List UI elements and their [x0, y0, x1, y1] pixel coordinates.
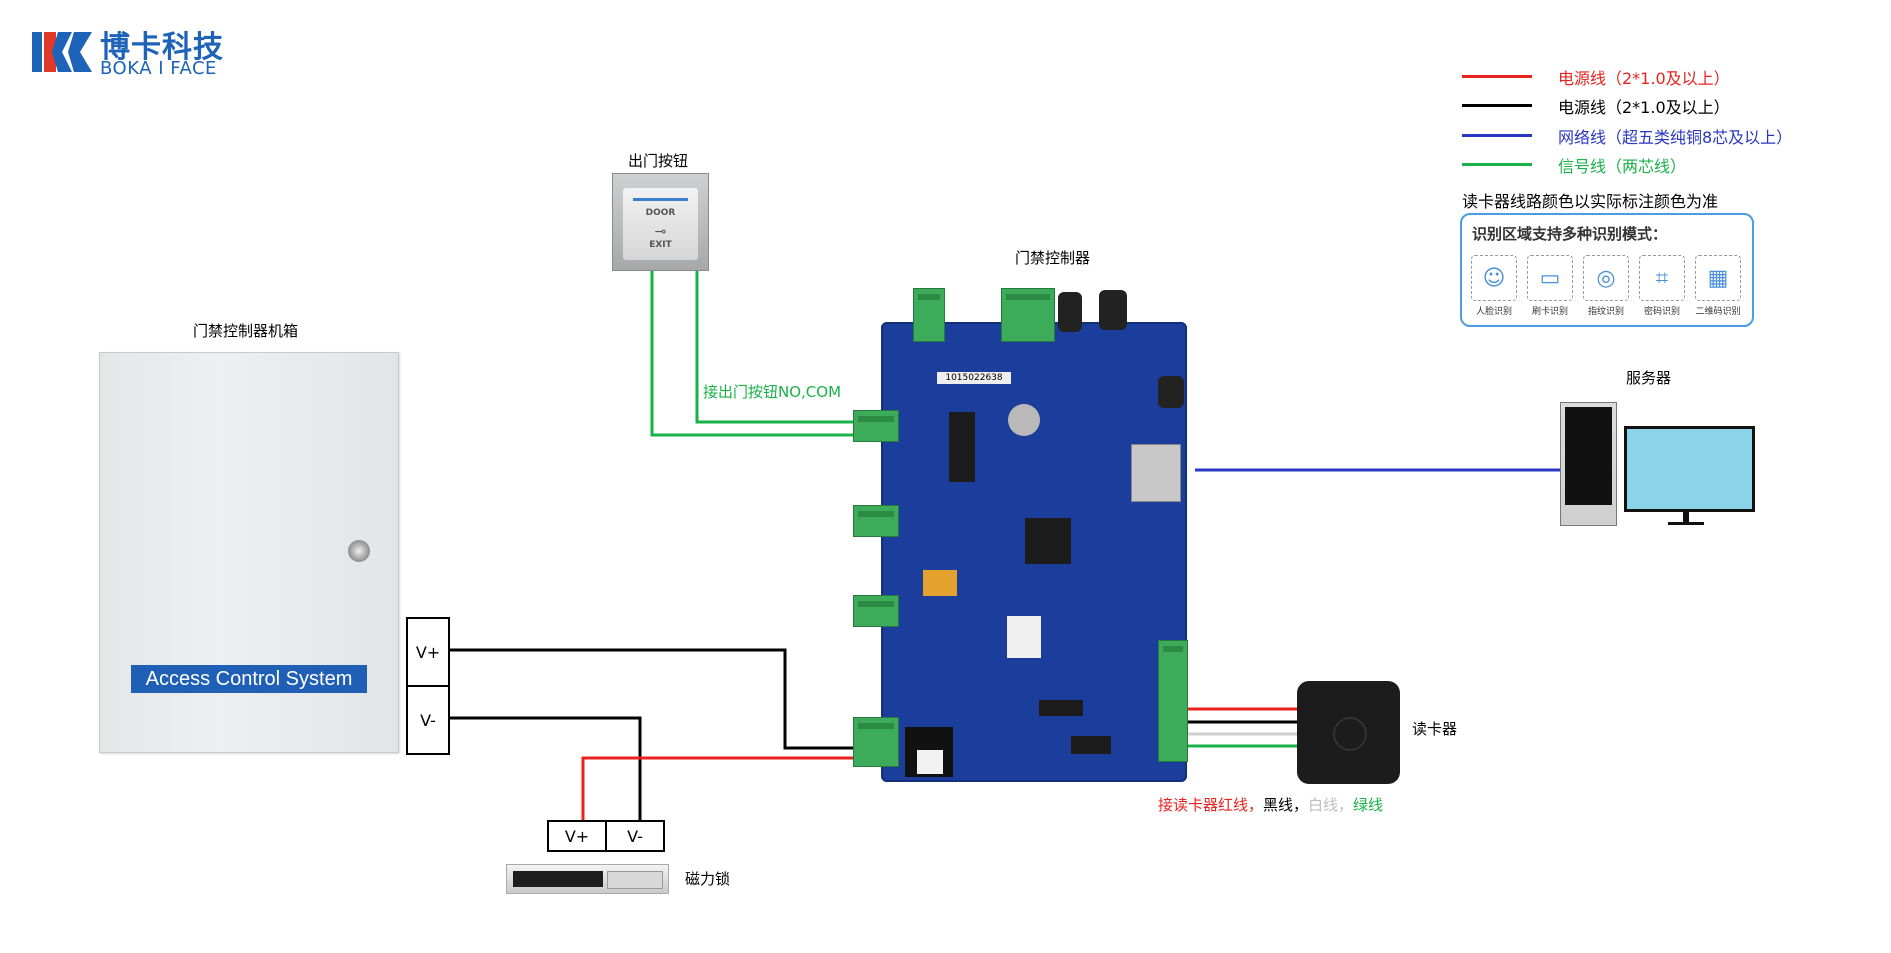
terminal-exit-button — [853, 410, 899, 442]
cabinet-terminal-vplus: V+ — [406, 617, 450, 687]
power-wire-vminus — [450, 716, 642, 822]
legend-label-green: 信号线（两芯线） — [1558, 157, 1687, 176]
mode-qrcode: ▦ 二维码识别 — [1694, 255, 1742, 317]
exit-button-door-text: DOOR — [645, 208, 676, 218]
mode-face-label: 人脸识别 — [1475, 307, 1512, 317]
buzzer-sticker — [917, 750, 943, 774]
cabinet-lock-icon — [348, 540, 370, 562]
boka-logo: 博卡科技 BOKA I FACE — [32, 22, 232, 82]
terminal-left-3 — [853, 595, 899, 627]
mode-keypad: ⌗ 密码识别 — [1638, 255, 1686, 317]
lock-terminal-vminus: V- — [605, 820, 665, 852]
exit-button-label: 出门按钮 — [628, 152, 689, 170]
serial-sticker: 1015022638 — [937, 372, 1011, 384]
mode-card: ▭ 刷卡识别 — [1526, 255, 1574, 317]
relay-chip-1 — [949, 412, 975, 482]
modes-title: 识别区域支持多种识别模式： — [1472, 225, 1668, 243]
battery — [1008, 404, 1040, 436]
keypad-icon: ⌗ — [1639, 255, 1685, 301]
card-reader-device — [1297, 681, 1400, 784]
power-wire-vplus — [450, 648, 853, 750]
legend-line-black — [1462, 104, 1532, 107]
terminal-power-lock — [853, 717, 899, 767]
qrcode-icon: ▦ — [1695, 255, 1741, 301]
reader-note-green: 绿线 — [1353, 796, 1384, 814]
controller-label: 门禁控制器 — [1015, 249, 1091, 267]
terminal-top-left — [913, 288, 945, 342]
lock-terminal-vplus: V+ — [547, 820, 607, 852]
fingerprint-icon: ◎ — [1583, 255, 1629, 301]
key-icon: ⊸ — [654, 224, 667, 240]
magnetic-lock-device — [506, 864, 669, 894]
ic-chip-2 — [1039, 700, 1083, 716]
capacitor-2 — [1099, 290, 1127, 330]
mode-fingerprint-label: 指纹识别 — [1587, 307, 1624, 317]
card-icon: ▭ — [1527, 255, 1573, 301]
logo-mark-icon — [32, 32, 92, 72]
exit-wire-1 — [650, 271, 853, 437]
cabinet-label: 门禁控制器机箱 — [193, 322, 299, 340]
logo-text-cn: 博卡科技 — [100, 30, 224, 65]
exit-button-indicator — [633, 198, 688, 201]
mode-face: ☺ 人脸识别 — [1470, 255, 1518, 317]
mode-card-label: 刷卡识别 — [1531, 307, 1568, 317]
capacitor-1 — [1058, 292, 1082, 332]
exit-button-device: DOOR ⊸ EXIT — [612, 173, 709, 271]
capacitor-3 — [1158, 376, 1184, 408]
legend-label-blue: 网络线（超五类纯铜8芯及以上） — [1558, 128, 1793, 147]
ethernet-port — [1131, 444, 1181, 502]
label-sticker — [1007, 616, 1041, 658]
legend-line-green — [1462, 163, 1532, 166]
reader-wiring-note: 接读卡器红线，黑线，白线，绿线 — [1158, 794, 1383, 815]
legend-label-black: 电源线（2*1.0及以上） — [1558, 98, 1730, 117]
logo-text-en: BOKA I FACE — [100, 58, 217, 79]
controller-board: 1015022638 — [881, 290, 1187, 782]
ic-chip-3 — [1071, 736, 1111, 754]
exit-wire-2 — [695, 271, 853, 424]
legend-note: 读卡器线路颜色以实际标注颜色为准 — [1462, 192, 1719, 211]
relay-yellow — [923, 570, 957, 596]
exit-button-face: DOOR ⊸ EXIT — [623, 188, 698, 260]
reader-label: 读卡器 — [1412, 720, 1458, 738]
legend-line-red — [1462, 75, 1532, 78]
terminal-left-2 — [853, 505, 899, 537]
maglock-label: 磁力锁 — [685, 870, 731, 888]
legend-label-red: 电源线（2*1.0及以上） — [1558, 69, 1730, 88]
reader-note-red: 接读卡器红线， — [1158, 796, 1264, 814]
server-monitor — [1624, 426, 1755, 512]
legend-line-blue — [1462, 134, 1532, 137]
recognition-modes-panel: 识别区域支持多种识别模式： ☺ 人脸识别 ▭ 刷卡识别 ◎ 指纹识别 ⌗ 密码识… — [1460, 213, 1754, 327]
server-tower — [1560, 402, 1617, 526]
face-icon: ☺ — [1471, 255, 1517, 301]
lock-wire-red — [581, 756, 853, 822]
exit-button-exit-text: EXIT — [649, 240, 672, 250]
mode-qrcode-label: 二维码识别 — [1695, 307, 1741, 317]
exit-wiring-label: 接出门按钮NO,COM — [703, 383, 842, 401]
mode-keypad-label: 密码识别 — [1643, 307, 1680, 317]
terminal-top-mid — [1001, 288, 1055, 342]
terminal-reader — [1158, 640, 1188, 762]
reader-note-white: 白线， — [1308, 796, 1354, 814]
mode-fingerprint: ◎ 指纹识别 — [1582, 255, 1630, 317]
main-chip — [1025, 518, 1071, 564]
server-label: 服务器 — [1626, 369, 1672, 387]
cabinet-nameplate: Access Control System — [131, 665, 367, 693]
cabinet-terminal-vminus: V- — [406, 685, 450, 755]
reader-note-black: 黑线， — [1263, 796, 1309, 814]
